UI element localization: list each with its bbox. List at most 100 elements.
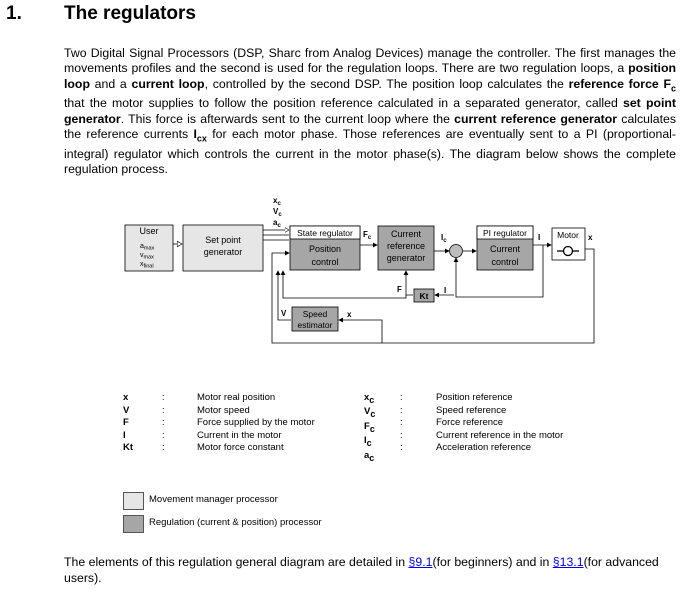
legend-right-symbol: ac — [364, 449, 375, 463]
current-ref-label-3: generator — [387, 253, 426, 263]
link-section-9-1[interactable]: §9.1 — [408, 555, 433, 569]
intro-segment: that the motor supplies to follow the po… — [64, 96, 623, 111]
current-control-label-1: Current — [490, 244, 521, 254]
signal-v: V — [281, 309, 287, 318]
section-heading: 1. The regulators — [0, 3, 699, 29]
legend-left-symbol: V — [123, 404, 130, 416]
signal-x-out: x — [588, 233, 593, 242]
legend-separator: : — [400, 442, 403, 454]
pi-regulator-label: PI regulator — [483, 228, 527, 238]
set-point-label-2: generator — [204, 247, 243, 257]
speed-estimator-box — [291, 306, 339, 332]
state-regulator-box — [289, 225, 361, 240]
pi-regulator-box — [476, 225, 534, 240]
position-control-label-1: Position — [309, 244, 341, 254]
intro-segment: for each motor phase. Those references a… — [64, 126, 676, 176]
legend-right-symbol: xc — [364, 392, 375, 405]
intro-segment: calculates the reference currents — [64, 111, 676, 141]
intro-segment: position loop — [64, 61, 676, 91]
legend-description: Current in the motor — [197, 429, 282, 441]
summing-junction — [449, 244, 463, 258]
section-title: The regulators — [64, 3, 196, 24]
legend-separator: : — [400, 404, 403, 416]
state-regulator-label: State regulator — [297, 228, 353, 238]
regulation-processor-swatch — [123, 515, 144, 533]
legend-description: Acceleration reference — [436, 442, 532, 454]
legend-right-symbol: Ic — [364, 435, 372, 449]
legend-description: Force reference — [436, 417, 504, 429]
section-number: 1. — [6, 3, 22, 24]
closing-text-before: The elements of this regulation general … — [64, 555, 409, 569]
legend-description: Motor force constant — [197, 442, 284, 454]
legend-right-symbol: Vc — [364, 406, 376, 420]
legend-left-separators: : : : : : — [162, 392, 165, 455]
legend-separator: : — [162, 392, 165, 403]
closing-text-middle: (for beginners) and in — [432, 555, 553, 569]
legend-left-symbol: F — [123, 417, 129, 429]
kt-label: Kt — [420, 291, 429, 301]
signal-f: F — [397, 285, 402, 294]
ref-ac: ac — [273, 218, 281, 229]
legend-description: Position reference — [436, 392, 513, 403]
legend-left-symbol: I — [123, 429, 126, 441]
legend-left-symbol: x — [123, 392, 129, 403]
intro-segment: current loop — [131, 76, 205, 91]
user-param-vmax: vmax — [140, 252, 154, 261]
motor-label: Motor — [557, 230, 579, 240]
position-control-label-2: control — [311, 257, 338, 267]
closing-paragraph: The elements of this regulation general … — [64, 555, 679, 586]
link-section-13-1[interactable]: §13.1 — [552, 555, 584, 569]
current-ref-label-2: reference — [387, 241, 425, 251]
intro-segment: , controlled by the second DSP. The posi… — [204, 76, 569, 91]
intro-segment: . This force is afterwards sent to the c… — [120, 111, 455, 126]
legend-left-descriptions: Motor real position Motor speed Force su… — [197, 392, 315, 455]
legend-description: Current reference in the motor — [436, 429, 564, 441]
intro-segment: I — [193, 126, 197, 141]
legend-description: Motor speed — [197, 404, 250, 416]
legend-separator: : — [162, 417, 165, 429]
signal-x-estimator: x — [347, 310, 352, 319]
regulation-diagram: User amax vmax xfinal Set point generato… — [124, 196, 595, 344]
current-reference-generator-box — [377, 225, 435, 271]
regulation-processor-key-label: Regulation (current & position) processo… — [149, 517, 322, 528]
set-point-generator-box — [182, 224, 264, 272]
signal-i-feedback: I — [444, 286, 446, 295]
set-point-label-1: Set point — [205, 235, 241, 245]
motor-icon — [557, 245, 579, 257]
user-label: User — [139, 226, 158, 236]
movement-manager-swatch — [123, 492, 144, 510]
intro-segment: c — [671, 83, 677, 94]
legend-left-symbol: Kt — [123, 442, 134, 454]
intro-segment: reference force F — [568, 76, 671, 91]
legend-right-separators: : : : : : — [400, 392, 403, 455]
legend-separator: : — [400, 392, 403, 403]
closing-text-after: (for advanced users). — [64, 555, 659, 585]
legend-right-symbols: xc Vc Fc Ic ac — [364, 392, 375, 464]
legend-description: Force supplied by the motor — [197, 417, 315, 429]
kt-box — [413, 288, 435, 303]
legend-description: Motor real position — [197, 392, 276, 403]
intro-segment: Two Digital Signal Processors (DSP, Shar… — [64, 46, 676, 76]
speed-estimator-label-2: estimator — [298, 320, 333, 330]
signal-fc: Fc — [363, 230, 372, 241]
legend-separator: : — [162, 404, 165, 416]
legend-right-descriptions: Position reference Speed reference Force… — [436, 392, 563, 455]
user-param-xfinal: xfinal — [140, 261, 154, 270]
legend-separator: : — [162, 429, 165, 441]
intro-segment: cx — [196, 133, 207, 144]
intro-segment: current reference generator — [454, 111, 618, 126]
ref-vc: Vc — [273, 207, 282, 218]
legend-right-symbol: Fc — [364, 420, 375, 434]
legend-separator: : — [162, 442, 165, 454]
current-ref-label-1: Current — [391, 229, 422, 239]
signal-i-motor: I — [538, 233, 540, 242]
movement-manager-key-label: Movement manager processor — [149, 494, 278, 505]
intro-segment: and a — [89, 76, 132, 91]
legend-separator: : — [400, 429, 403, 441]
user-box — [124, 224, 174, 272]
user-param-amax: amax — [140, 243, 155, 252]
current-control-label-2: control — [491, 257, 518, 267]
intro-paragraph: Two Digital Signal Processors (DSP, Shar… — [64, 46, 676, 177]
signal-ic: Ic — [441, 233, 447, 244]
legend-left-symbols: x V F I Kt — [123, 392, 133, 455]
